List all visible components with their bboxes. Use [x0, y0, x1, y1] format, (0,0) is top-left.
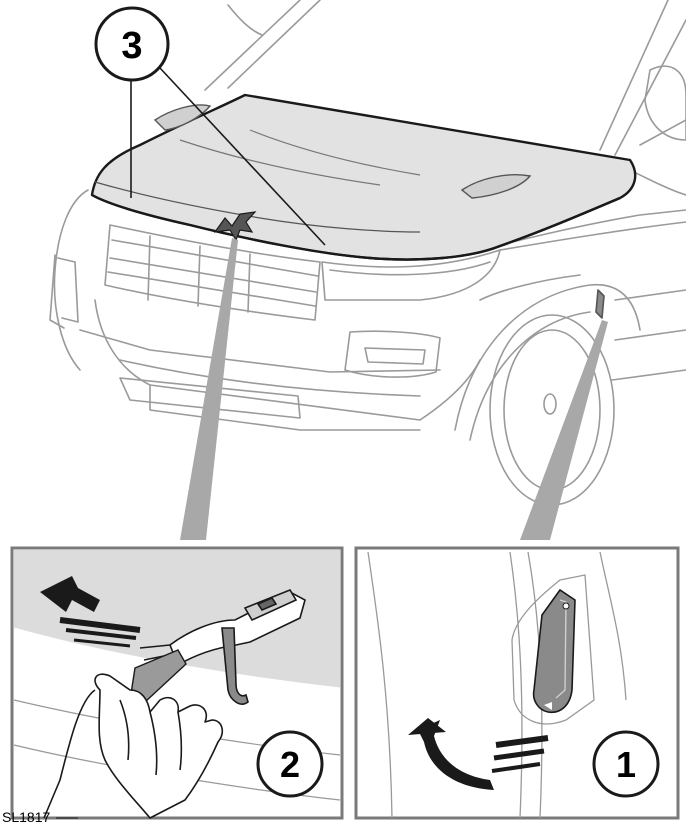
figure-reference-code: SL1817 — [2, 809, 50, 825]
detail-panel-lever: 1 — [354, 546, 680, 820]
hand-icon — [43, 673, 224, 819]
hood-catch-icon — [139, 589, 306, 705]
car-illustration — [49, 0, 686, 506]
callout-2: 2 — [256, 730, 324, 798]
svg-text:3: 3 — [121, 25, 142, 67]
pointer-wedges — [180, 238, 608, 540]
callout-1: 1 — [592, 730, 660, 798]
lift-arrow-icon — [40, 576, 141, 648]
callout-3: 3 — [94, 6, 170, 82]
detail-panel-catch: 2 — [10, 546, 344, 820]
svg-text:2: 2 — [280, 744, 300, 785]
pull-arrow-icon — [408, 718, 549, 790]
hood-release-lever-icon — [532, 588, 576, 714]
hood-panel — [90, 93, 637, 261]
svg-text:1: 1 — [616, 744, 636, 785]
